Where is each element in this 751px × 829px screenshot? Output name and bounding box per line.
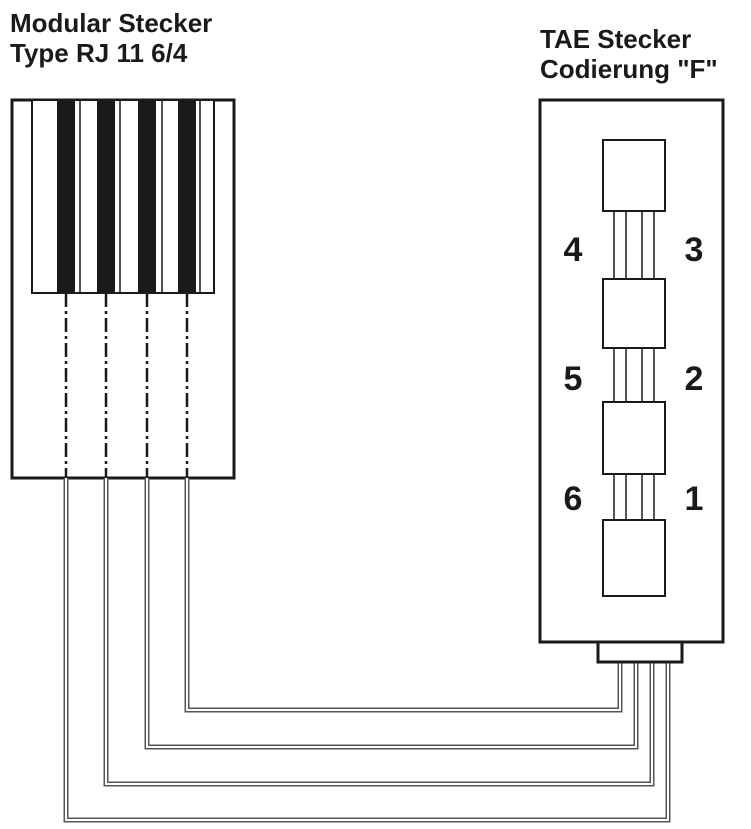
tae-plug-title: TAE Stecker Codierung "F" [540, 24, 718, 84]
tae-block-4 [602, 519, 666, 597]
pin-label-3: 3 [684, 231, 704, 269]
wire-4-core [186, 478, 621, 711]
tae-contact-strip-mid [641, 347, 655, 403]
tae-contact-strip-bottom [641, 473, 655, 521]
pin-label-4: 4 [563, 231, 583, 269]
modular-plug-title-line1: Modular Stecker [10, 8, 213, 38]
wire-1-core [65, 478, 669, 821]
pin-label-1: 1 [684, 480, 704, 518]
modular-plug-title-line2: Type RJ 11 6/4 [10, 38, 188, 68]
pin-label-2: 2 [684, 360, 704, 398]
tae-plug-title-line1: TAE Stecker [540, 24, 692, 54]
tae-contact-strip-top [641, 210, 655, 280]
tae-contact-strip-mid [613, 347, 627, 403]
pin-label-5: 5 [563, 360, 583, 398]
modular-contact-4 [178, 100, 196, 293]
pin-label-6: 6 [563, 480, 583, 518]
tae-contact-strip-bottom [613, 473, 627, 521]
modular-plug-title: Modular Stecker Type RJ 11 6/4 [10, 8, 212, 68]
modular-plug [10, 98, 236, 480]
tae-block-1 [602, 139, 666, 212]
tae-plug-title-line2: Codierung "F" [540, 54, 718, 84]
tae-block-2 [602, 278, 666, 349]
wire-2-core [105, 478, 653, 785]
tae-block-3 [602, 401, 666, 475]
tae-contact-strip-top [613, 210, 627, 280]
wire-3-core [146, 478, 637, 748]
modular-contact-2 [97, 100, 115, 293]
tae-plug [538, 98, 725, 664]
modular-contact-3 [138, 100, 156, 293]
tae-cable-outlet [596, 640, 684, 664]
modular-contact-1 [57, 100, 75, 293]
